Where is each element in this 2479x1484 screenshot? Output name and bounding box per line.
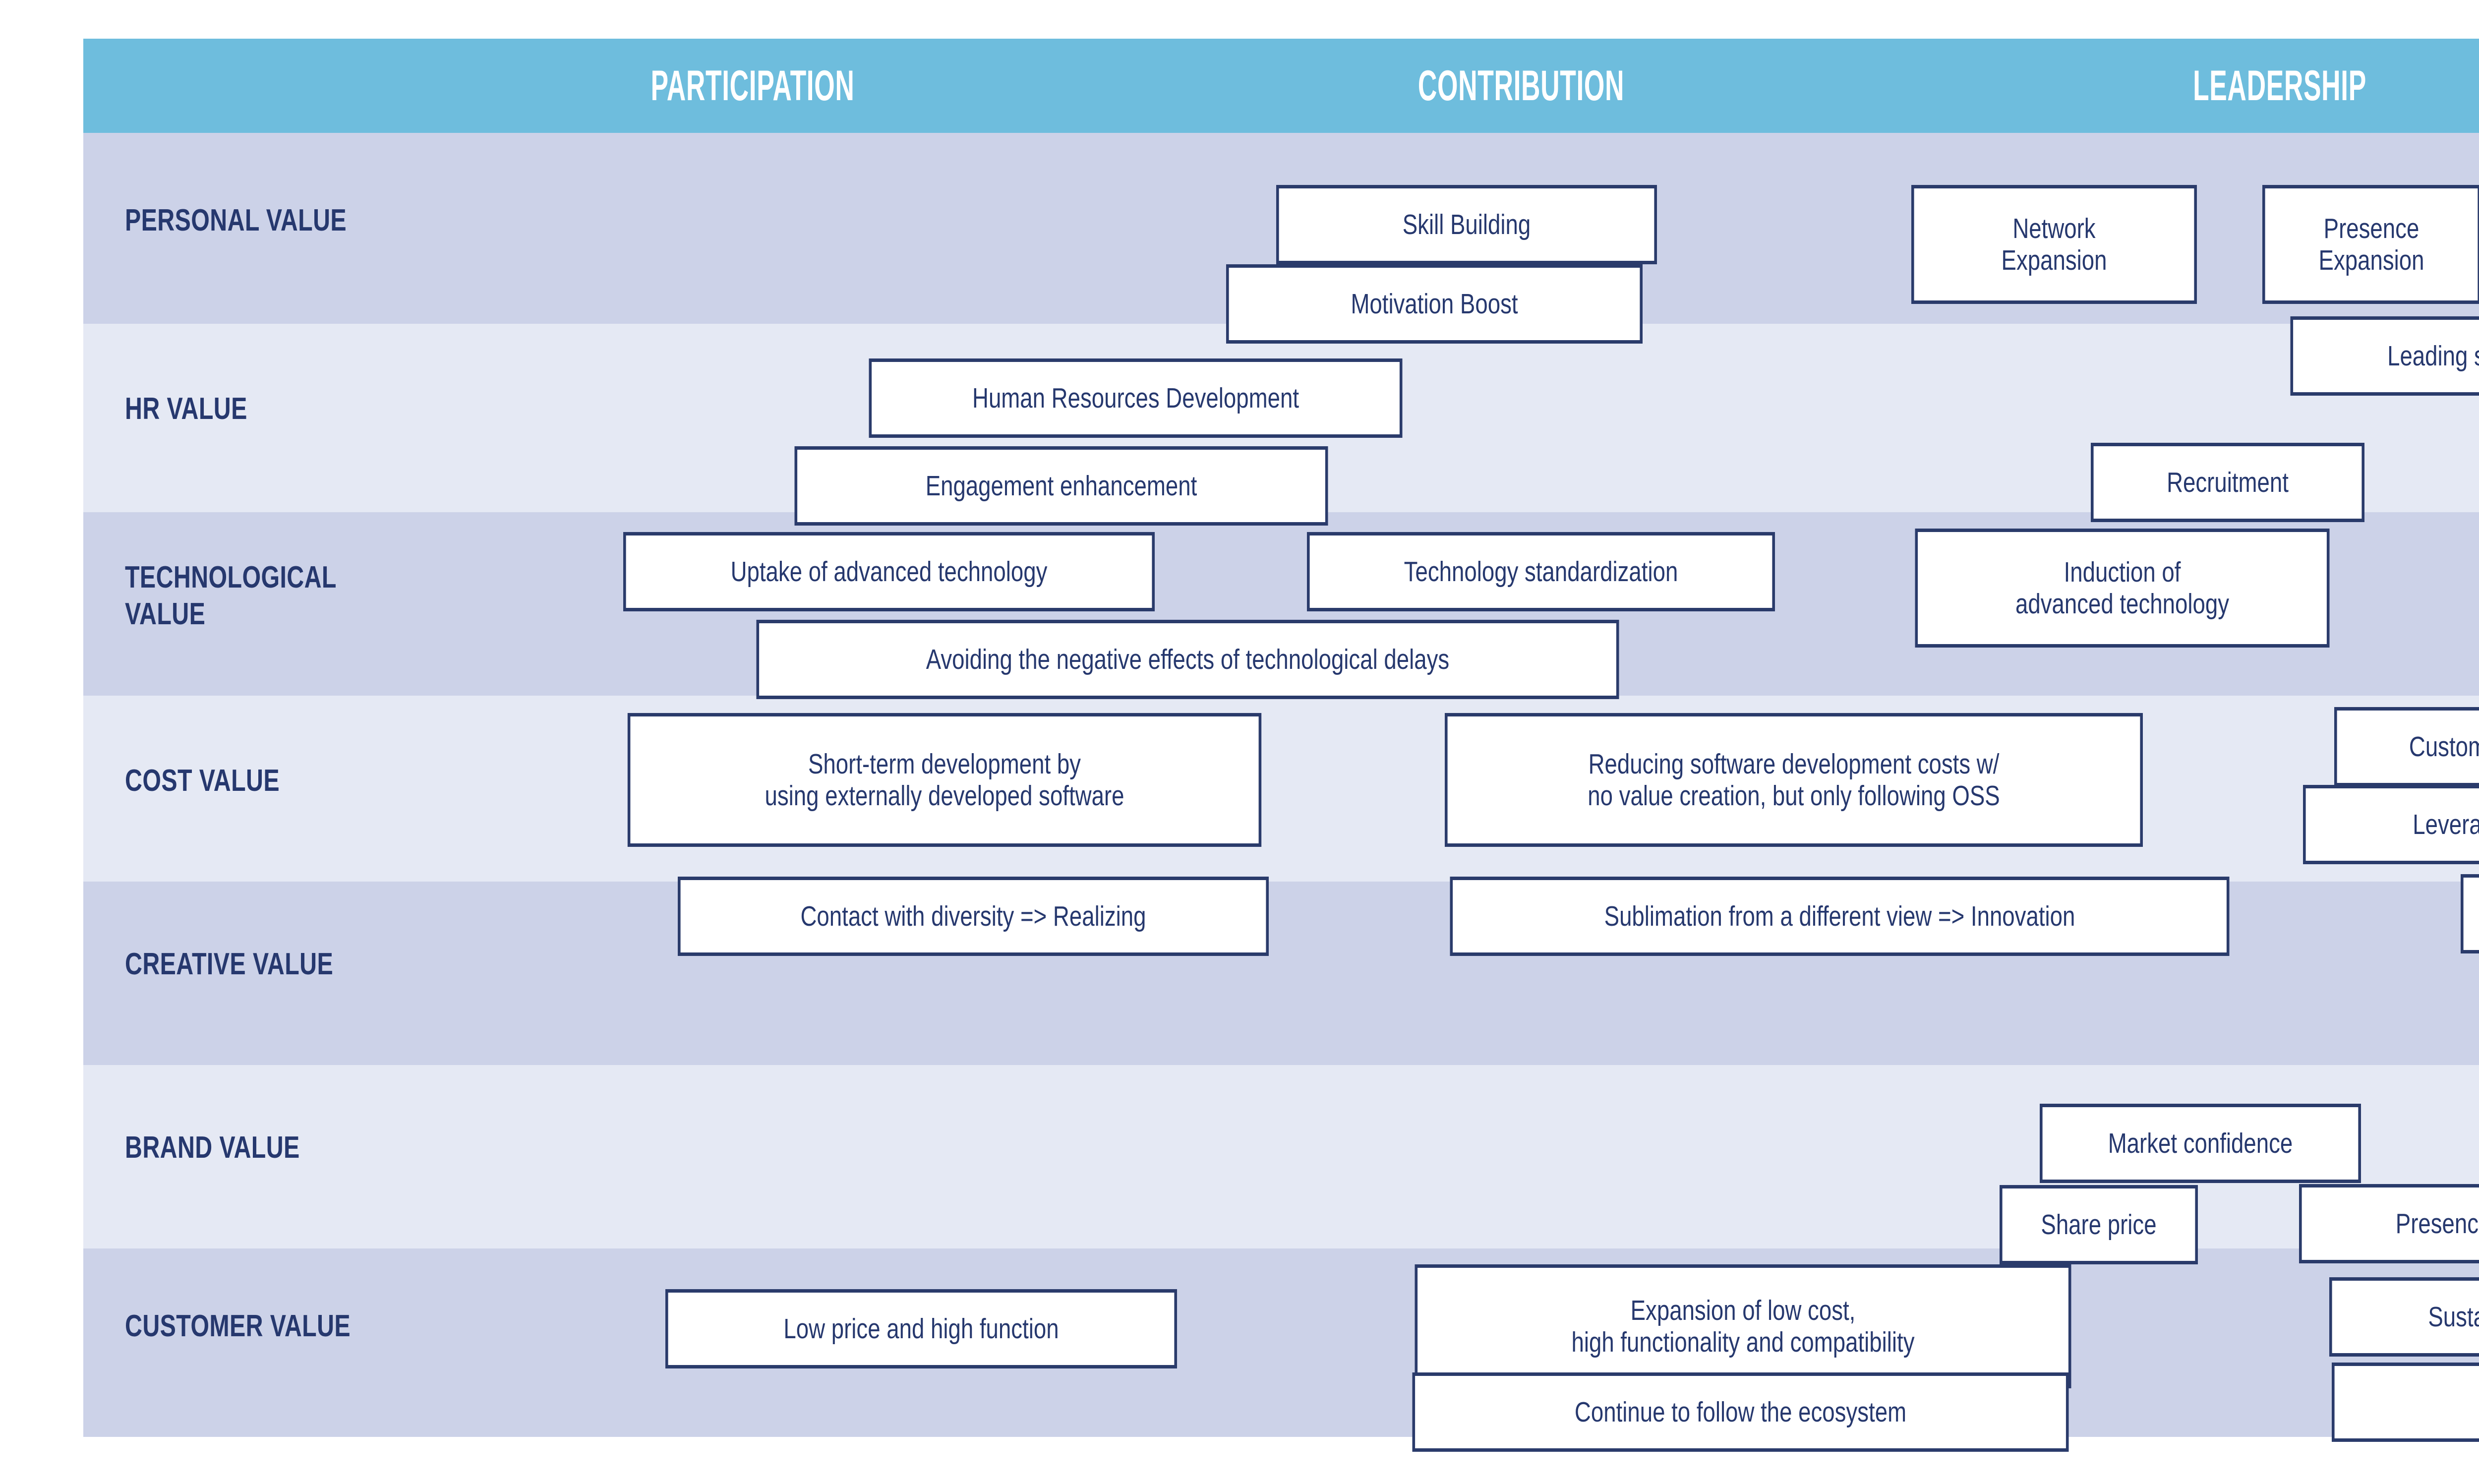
- row-label-personal-value: PERSONAL VALUE: [125, 203, 347, 237]
- value-card[interactable]: Motivation Boost: [1226, 264, 1643, 344]
- value-card[interactable]: Avoiding the negative effects of technol…: [756, 620, 1619, 699]
- value-card[interactable]: Continue to follow the ecosystem: [1412, 1372, 2069, 1452]
- value-card[interactable]: Gaining Community: [2461, 874, 2479, 953]
- value-card[interactable]: Skill Building: [1276, 185, 1657, 264]
- value-card[interactable]: Contact with diversity => Realizing: [678, 877, 1269, 956]
- value-card[interactable]: Leveraging external resources: [2303, 785, 2479, 864]
- value-card[interactable]: And more???: [2332, 1363, 2479, 1442]
- value-card[interactable]: Expansion of low cost, high functionalit…: [1415, 1264, 2071, 1388]
- row-band: [83, 1248, 2479, 1437]
- value-card[interactable]: Recruitment: [2091, 443, 2364, 522]
- value-card[interactable]: Low price and high function: [665, 1289, 1177, 1368]
- value-card[interactable]: Technology standardization: [1307, 532, 1775, 611]
- column-title-participation: PARTICIPATION: [650, 62, 855, 110]
- row-label-customer-value: CUSTOMER VALUE: [125, 1309, 351, 1343]
- value-card[interactable]: Reducing software development costs w/ n…: [1445, 713, 2143, 847]
- value-card[interactable]: Leading skill building: [2290, 316, 2479, 396]
- value-card[interactable]: Sustainability of service/product: [2329, 1277, 2479, 1357]
- value-matrix-diagram: PARTICIPATION CONTRIBUTION LEADERSHIP PERS…: [83, 39, 2479, 1452]
- value-card[interactable]: Customer expansion: [2334, 707, 2479, 786]
- value-card[interactable]: Share price: [2000, 1185, 2198, 1264]
- value-card[interactable]: Presence Expansion: [2262, 185, 2479, 304]
- row-label-brand-value: BRAND VALUE: [125, 1130, 300, 1165]
- column-title-contribution: CONTRIBUTION: [1417, 62, 1625, 110]
- value-card[interactable]: Network Expansion: [1911, 185, 2197, 304]
- row-label-hr-value: HR VALUE: [125, 392, 247, 426]
- value-card[interactable]: Short-term development by using external…: [627, 713, 1262, 847]
- row-label-cost-value: COST VALUE: [125, 764, 280, 798]
- column-title-leadership: LEADERSHIP: [2193, 62, 2366, 110]
- value-card[interactable]: Market confidence: [2040, 1104, 2361, 1183]
- row-label-technological-value: TECHNOLOGICAL VALUE: [125, 560, 337, 631]
- column-header-band: [83, 39, 2479, 133]
- value-card[interactable]: Induction of advanced technology: [1915, 529, 2330, 648]
- value-card[interactable]: Sublimation from a different view => Inn…: [1450, 877, 2230, 956]
- value-card[interactable]: Uptake of advanced technology: [623, 532, 1155, 611]
- row-label-creative-value: CREATIVE VALUE: [125, 947, 334, 981]
- value-card[interactable]: Presence as a technology company: [2299, 1184, 2479, 1263]
- value-card[interactable]: Engagement enhancement: [794, 446, 1328, 526]
- value-card[interactable]: Human Resources Development: [869, 358, 1403, 438]
